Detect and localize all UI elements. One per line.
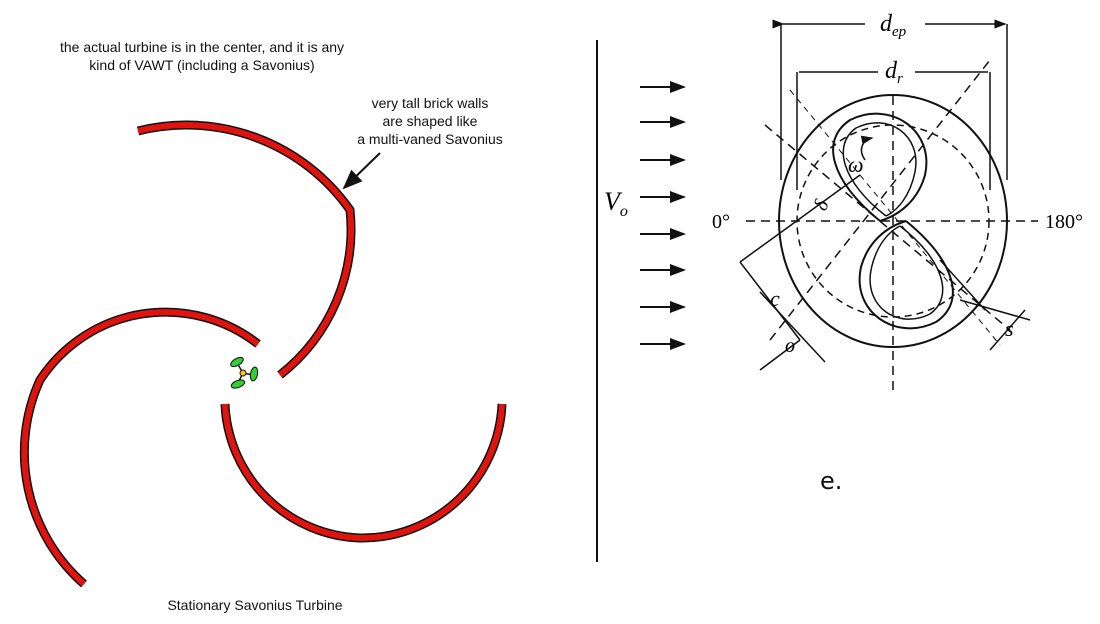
wall-note: very tall brick walls are shaped like a … (330, 94, 530, 148)
central-turbine-icon (230, 356, 259, 389)
top-note: the actual turbine is in the center, and… (22, 38, 382, 74)
top-note-line2: kind of VAWT (including a Savonius) (89, 57, 315, 73)
dr-label: dr (885, 58, 903, 87)
left-caption: Stationary Savonius Turbine (167, 597, 343, 613)
wall-note-line2: are shaped like (382, 113, 478, 129)
wall-note-line1: very tall brick walls (371, 95, 489, 111)
figure-label-e: e. (820, 467, 843, 495)
stationary-walls (19, 120, 507, 588)
wall-note-line3: a multi-vaned Savonius (357, 131, 503, 147)
velocity-label: Vo (604, 187, 628, 220)
c-label: c (770, 286, 780, 311)
top-note-line1: the actual turbine is in the center, and… (59, 39, 345, 55)
wall-pointer-arrow (342, 152, 381, 190)
s-label: s (1005, 316, 1014, 341)
o-label: o (785, 335, 795, 357)
angle-0-label: 0° (712, 211, 730, 233)
brick-wall-right (220, 403, 507, 543)
omega-label: ω (848, 152, 864, 177)
angle-180-label: 180° (1045, 211, 1083, 233)
dep-label: dep (880, 11, 907, 40)
delta-label: δ (810, 196, 834, 213)
savonius-schematic (739, 19, 1038, 392)
velocity-arrows (640, 81, 686, 350)
